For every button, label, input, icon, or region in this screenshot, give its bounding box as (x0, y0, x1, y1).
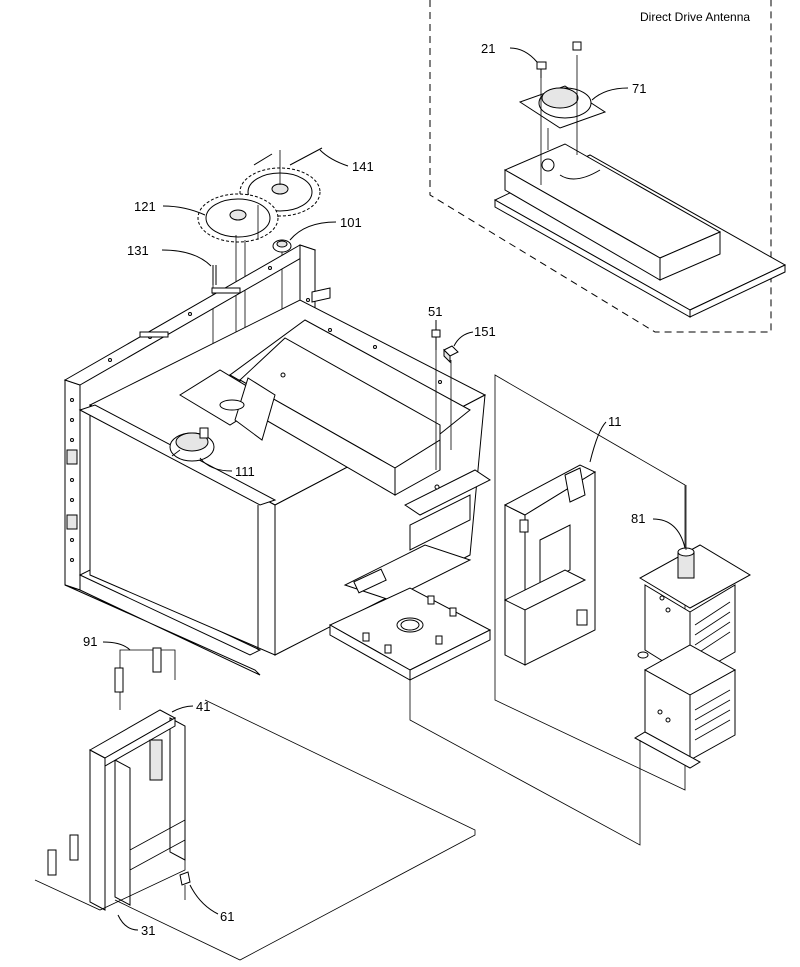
leader-121 (162, 205, 206, 216)
callout-51: 51 (428, 304, 442, 319)
shaft-131 (212, 265, 217, 285)
callout-151: 151 (474, 324, 496, 339)
bearing-101 (272, 239, 292, 253)
callout-141: 141 (352, 159, 374, 174)
leader-131 (161, 249, 212, 267)
hinge-upper (66, 449, 78, 465)
magnetron-81 (409, 485, 752, 846)
callout-81: 81 (631, 511, 645, 526)
latch-91-left (114, 667, 124, 693)
magnetron-bracket-11 (494, 374, 686, 791)
leader-91 (102, 641, 131, 651)
nut-151 (443, 345, 459, 450)
latch-91-right (152, 647, 162, 673)
stirrer-motor-111 (169, 427, 215, 462)
inset-antenna-motor (518, 41, 607, 185)
callout-labels: 21 71 141 121 101 131 51 151 11 111 81 9… (83, 41, 646, 938)
leader-61 (189, 884, 219, 915)
oven-cavity (63, 244, 492, 681)
leader-81 (652, 518, 686, 549)
inset-title: Direct Drive Antenna (640, 10, 750, 24)
callout-31: 31 (141, 923, 155, 938)
inset-dashed-border (429, 0, 772, 333)
gear-121 (197, 193, 279, 243)
callout-121: 121 (134, 199, 156, 214)
callout-71: 71 (632, 81, 646, 96)
callout-61: 61 (220, 909, 234, 924)
leader-71 (591, 87, 629, 101)
callout-41: 41 (196, 699, 210, 714)
callout-101: 101 (340, 215, 362, 230)
leader-31 (117, 914, 139, 931)
leader-141 (319, 149, 349, 167)
leader-11 (589, 421, 607, 463)
callout-111: 111 (235, 464, 255, 479)
leader-111 (199, 457, 233, 472)
inset-screw-21 (536, 61, 547, 78)
leader-21 (509, 47, 538, 63)
callout-leaders (102, 47, 686, 931)
direct-drive-antenna-inset: Direct Drive Antenna (429, 0, 787, 333)
callout-131: 131 (127, 243, 149, 258)
screw-61 (179, 871, 191, 886)
latch-assembly (34, 647, 476, 961)
leader-41 (171, 705, 194, 713)
leader-101 (289, 221, 337, 241)
callout-11: 11 (608, 414, 622, 429)
screw-top-71 (572, 41, 582, 51)
callout-21: 21 (481, 41, 495, 56)
leader-151 (453, 331, 474, 347)
stirrer-gears (197, 147, 323, 275)
inset-waveguide (493, 143, 787, 318)
callout-91: 91 (83, 634, 97, 649)
hinge-lower (66, 514, 78, 530)
